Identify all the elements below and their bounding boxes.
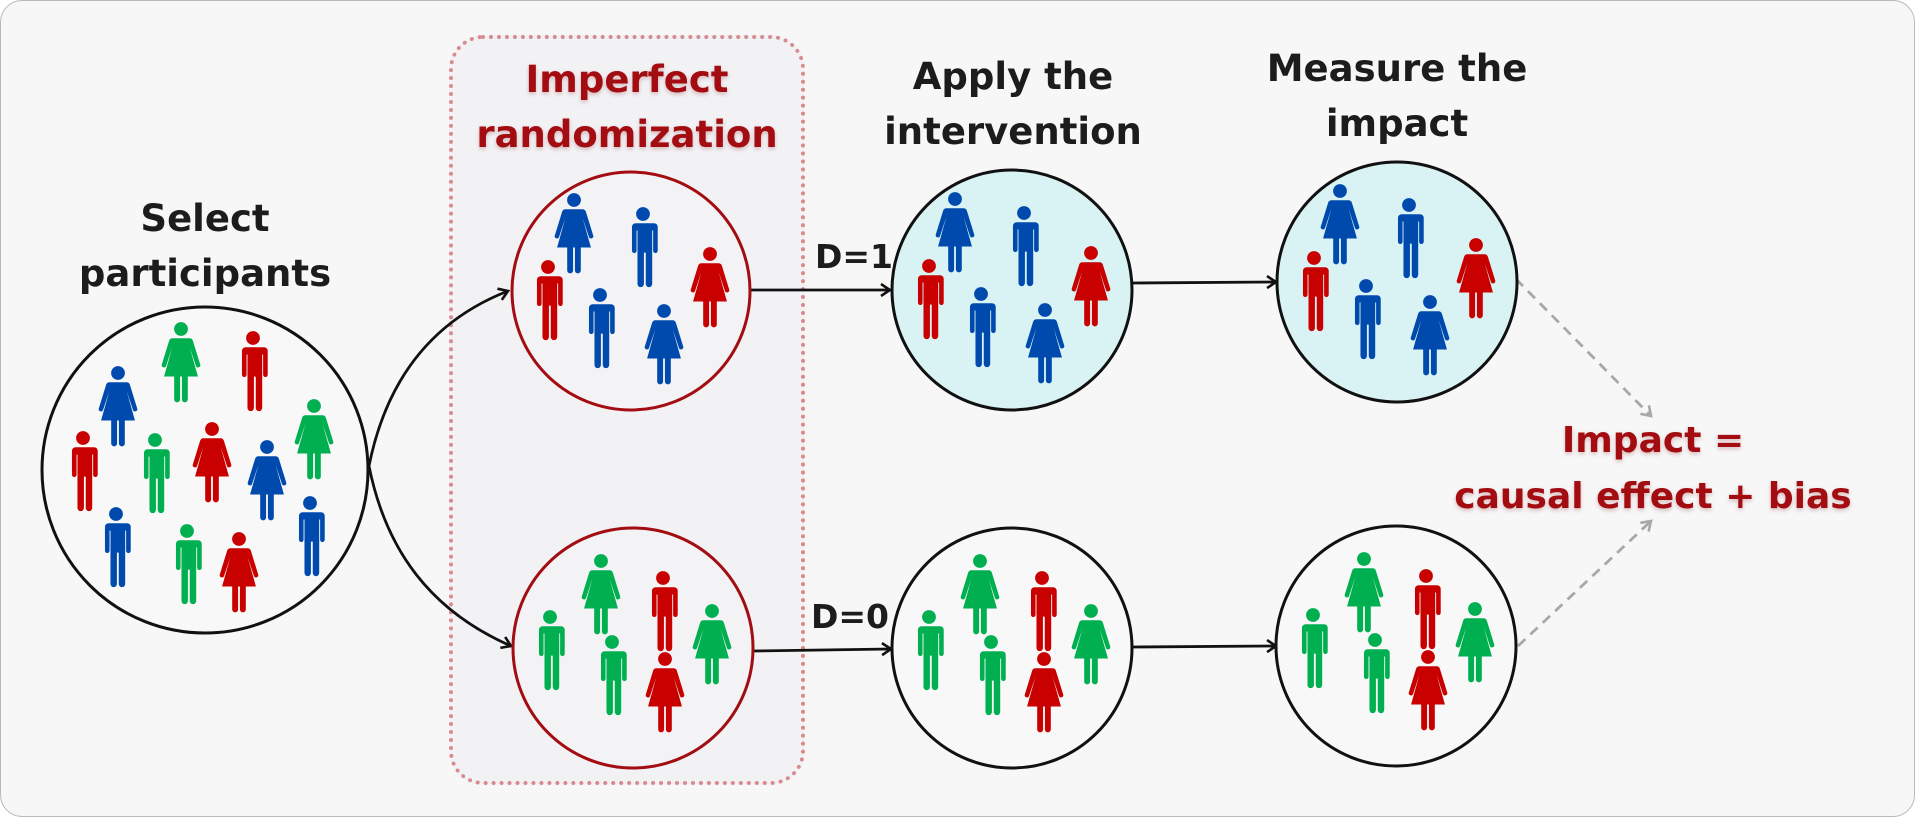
male-person-icon [143,433,170,514]
apply-control-circle [890,526,1134,770]
impact-equation-line1: Impact = [1561,420,1745,461]
stage-title-measure: Measure the impact [1266,47,1528,145]
male-person-icon [1301,608,1328,689]
female-person-icon [98,366,138,447]
male-person-icon [969,287,996,368]
female-person-icon [219,532,259,613]
branch-label-treated: D=1 [815,237,894,276]
female-person-icon [1456,238,1496,319]
male-person-icon [1414,569,1441,650]
impact-equation-line2: causal effect + bias [1454,476,1852,517]
split-arrow-treated [367,291,508,467]
male-person-icon [1030,571,1057,652]
impact-equation: Impact = causal effect + bias [1454,413,1851,525]
male-person-icon [979,635,1006,716]
stage-title-select: Select participants [78,197,332,295]
male-person-icon [1354,279,1381,360]
male-person-icon [917,610,944,691]
female-person-icon [644,304,684,385]
male-person-icon [1363,633,1390,714]
female-person-icon [960,554,1000,635]
female-person-icon [690,247,730,328]
female-person-icon [161,322,201,403]
female-person-icon [1071,246,1111,327]
split-arrow-control [367,465,511,646]
male-person-icon [651,571,678,652]
male-person-icon [588,288,615,369]
randomized-control-circle [511,526,755,770]
female-person-icon [1071,604,1111,685]
female-person-icon [247,440,287,521]
female-person-icon [1408,650,1448,731]
people-icons [71,184,1496,733]
male-person-icon [1302,251,1329,332]
female-person-icon [692,604,732,685]
stage-title-randomize: Imperfect randomization [476,58,778,156]
female-person-icon [935,192,975,273]
female-person-icon [294,399,334,480]
arrow-randomize-to-apply-control [752,649,891,651]
arrow-apply-to-measure-treated [1132,282,1276,283]
branch-label-control: D=0 [811,597,890,636]
dashed-arrow-treated-to-impact [1515,278,1651,416]
male-person-icon [104,507,131,588]
arrow-apply-to-measure-control [1132,646,1276,647]
female-person-icon [1320,184,1360,265]
female-person-icon [1344,552,1384,633]
female-person-icon [554,193,594,274]
male-person-icon [298,496,325,577]
female-person-icon [645,652,685,733]
male-person-icon [1012,206,1039,287]
female-person-icon [1455,602,1495,683]
stage-title-apply: Apply the intervention [884,55,1142,153]
male-person-icon [600,635,627,716]
female-person-icon [581,554,621,635]
male-person-icon [1397,198,1424,279]
male-person-icon [71,431,98,512]
female-person-icon [192,422,232,503]
measure-control-circle [1274,524,1518,768]
male-person-icon [917,259,944,340]
female-person-icon [1024,652,1064,733]
male-person-icon [538,610,565,691]
male-person-icon [631,207,658,288]
male-person-icon [536,260,563,341]
female-person-icon [1025,303,1065,384]
female-person-icon [1410,295,1450,376]
male-person-icon [241,331,268,412]
male-person-icon [175,524,202,605]
dashed-arrow-control-to-impact [1517,521,1651,648]
